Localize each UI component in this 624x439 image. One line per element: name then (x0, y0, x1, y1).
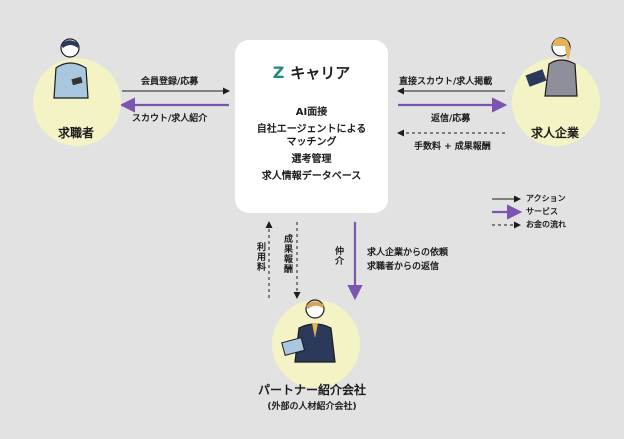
company-person-icon (525, 37, 578, 97)
legend-service-label: サービス (526, 207, 558, 216)
service-item: AI面接 (295, 107, 328, 118)
platform-box: Z キャリア AI面接 自社エージェントによる マッチング 選考管理 求人情報デー… (235, 40, 388, 213)
service-item: 自社エージェントによる マッチング (256, 124, 367, 148)
company-label: 求人企業 (530, 126, 579, 140)
partner-person-icon (281, 299, 336, 363)
mediation-desc-2: 求職者からの返信 (367, 262, 440, 272)
company-to-center-label: 直接スカウト/求人掲載 (399, 77, 493, 87)
service-list: AI面接 自社エージェントによる マッチング 選考管理 求人情報データベース (235, 106, 388, 187)
partner-reward-label: 成果報酬 (282, 234, 292, 274)
service-item: 選考管理 (291, 154, 332, 165)
legend-money-label: お金の流れ (526, 220, 566, 229)
partner-sublabel: (外部の人材紹介会社) (267, 402, 357, 412)
seeker-to-center-label: 会員登録/応募 (141, 77, 199, 87)
brand-logo: Z キャリア (235, 62, 388, 83)
company-money-label: 手数料 + 成果報酬 (414, 142, 491, 152)
legend-action-label: アクション (526, 194, 566, 203)
center-to-company-label: 返信/応募 (431, 114, 471, 124)
service-item: 求人情報データベース (261, 171, 362, 182)
brand-name: キャリア (290, 64, 351, 82)
seeker-person-icon (53, 38, 89, 99)
partner-label: パートナー紹介会社 (257, 383, 366, 397)
center-to-seeker-label: スカウト/求人紹介 (132, 114, 208, 124)
seeker-label: 求職者 (57, 126, 94, 140)
legend: アクション サービス お金の流れ (526, 193, 616, 233)
z-logo-icon: Z (272, 63, 285, 82)
mediation-desc-1: 求人企業からの依頼 (367, 248, 449, 258)
mediation-label: 仲介 (333, 246, 343, 266)
partner-fee-label: 利用料 (255, 242, 265, 272)
